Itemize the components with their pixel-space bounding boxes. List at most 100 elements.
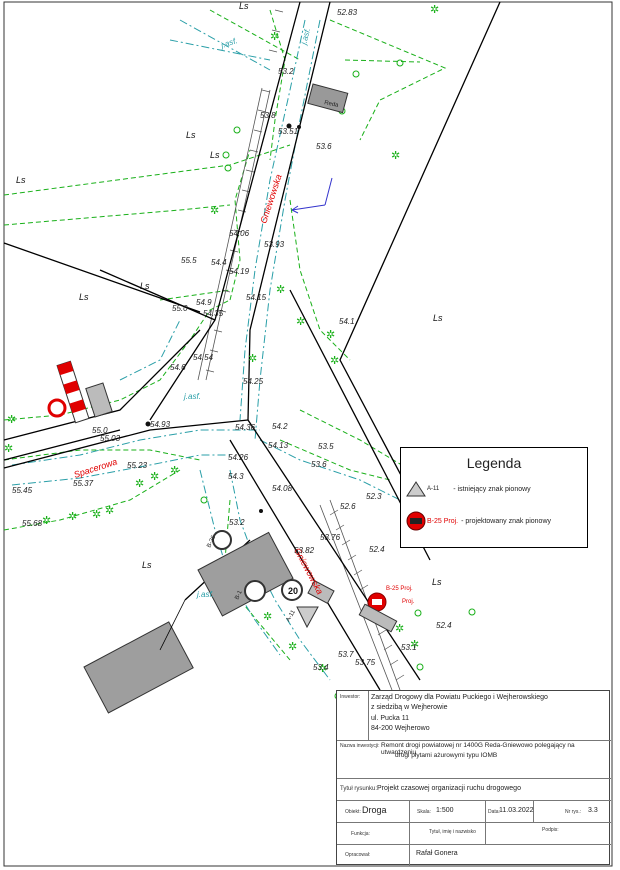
svg-text:✲: ✲ xyxy=(318,663,327,675)
elevation-labels: 52.83 53.2 53.8 53.51 53.6 53.93 54.06 5… xyxy=(12,8,452,672)
svg-text:✲: ✲ xyxy=(248,353,257,365)
svg-text:✲: ✲ xyxy=(276,284,285,296)
legend-code: A-11 xyxy=(427,486,440,492)
object-label: Obiekt: xyxy=(345,809,361,815)
drawing-title-label: Tytuł rysunku: xyxy=(340,786,378,792)
date-label: Data: xyxy=(488,809,500,815)
investor-label: Inwestor: xyxy=(340,694,361,700)
sign-plate-spacerowa xyxy=(85,382,113,418)
sign-speed-limit xyxy=(281,579,303,601)
sign-b36 xyxy=(212,530,232,550)
svg-text:✲: ✲ xyxy=(395,623,404,635)
elevation-label: 54.25 xyxy=(243,377,264,386)
green-boundaries xyxy=(3,9,447,661)
tree-star-markers: ✲✲✲ ✲✲✲ ✲✲✲ ✲✲✲ ✲✲✲ ✲✲✲ ✲✲✲ ✲✲ xyxy=(4,4,439,675)
date-value: 11.03.2022 xyxy=(499,807,534,814)
elevation-label: 54.35 xyxy=(203,309,224,318)
ls-label: Ls xyxy=(210,150,220,160)
elevation-label: 53.75 xyxy=(355,658,376,667)
ls-label: Ls xyxy=(433,313,443,323)
svg-text:✲: ✲ xyxy=(105,505,114,517)
title-block: Inwestor: Zarząd Drogowy dla Powiatu Puc… xyxy=(336,690,611,866)
elevation-label: 55.68 xyxy=(22,519,43,528)
sheet-frame xyxy=(3,1,613,867)
svg-text:✲: ✲ xyxy=(42,515,51,527)
barrier-spacerowa xyxy=(56,360,90,424)
svg-text:✲: ✲ xyxy=(263,611,272,623)
svg-text:✲: ✲ xyxy=(170,465,179,477)
sign-plate-a xyxy=(307,579,335,605)
svg-text:✲: ✲ xyxy=(150,471,159,483)
elevation-label: 53.4 xyxy=(313,663,329,672)
speed-value: 20 xyxy=(288,586,298,596)
elevation-label: 54.08 xyxy=(272,484,293,493)
investor-line: ul. Pucka 11 xyxy=(371,715,410,722)
svg-text:✲: ✲ xyxy=(410,639,419,651)
svg-text:✲: ✲ xyxy=(430,4,439,16)
legend-row-projected: B-25 Proj. - projektowany znak pionowy xyxy=(405,510,551,532)
author-value: Rafał Gonera xyxy=(416,850,458,857)
sign-code-b1: B-1 xyxy=(234,589,244,601)
elevation-label: 55.0 xyxy=(92,426,108,435)
elevation-label: 53.93 xyxy=(264,240,285,249)
elevation-label: 54.93 xyxy=(150,420,171,429)
sheet-label: Nr rys.: xyxy=(565,809,582,815)
elevation-label: 54.6 xyxy=(170,363,186,372)
elevation-label: 54.54 xyxy=(193,353,214,362)
sheet-value: 3.3 xyxy=(588,807,598,814)
elevation-label: 54.4 xyxy=(211,258,227,267)
object-value: Droga xyxy=(362,805,387,815)
name-label: Tytuł, imię i nazwisko xyxy=(429,829,476,835)
elevation-label: 52.4 xyxy=(436,621,452,630)
sign-code-a11: A-11 xyxy=(286,609,298,623)
elevation-label: 52.83 xyxy=(337,8,358,17)
sign-code-b36: B-36 xyxy=(206,534,217,549)
sign-b1 xyxy=(244,580,266,602)
blue-arrow xyxy=(291,177,333,214)
elevation-label: 53.82 xyxy=(294,546,315,555)
legend-title: Legenda xyxy=(466,455,522,471)
surface-label: j.asf. xyxy=(219,36,239,50)
elevation-label: 54.3 xyxy=(228,472,244,481)
elevation-label: 55.0 xyxy=(172,304,188,313)
investment-label: Nazwa inwestycji: xyxy=(340,743,380,749)
elevation-label: 53.6 xyxy=(311,460,327,469)
elevation-label: 53.2 xyxy=(229,518,245,527)
warning-triangle-icon xyxy=(406,481,426,497)
elevation-label: 55.37 xyxy=(73,479,94,488)
svg-text:✲: ✲ xyxy=(330,355,339,367)
elevation-label: 54.06 xyxy=(229,229,250,238)
road-edges xyxy=(11,19,401,681)
svg-text:✲: ✲ xyxy=(270,31,279,43)
scale-value: 1:500 xyxy=(436,807,454,814)
elevation-label: 55.5 xyxy=(181,256,197,265)
elevation-label: 55.03 xyxy=(100,434,121,443)
elevation-label: 54.9 xyxy=(196,298,212,307)
investment-line: Remont drogi powiatowej nr 1400G Reda-Gn… xyxy=(381,742,575,756)
scale-label: Skala: xyxy=(417,809,431,815)
svg-text:✲: ✲ xyxy=(210,205,219,217)
elevation-label: 54.26 xyxy=(228,453,249,462)
elevation-label: 55.23 xyxy=(127,461,148,470)
investor-cell xyxy=(337,691,611,741)
elevation-label: 54.13 xyxy=(268,441,289,450)
elevation-label: 54.36 xyxy=(235,423,256,432)
pole-markers xyxy=(145,123,301,513)
building-label: Reda xyxy=(324,100,340,109)
elevation-label: 53.2 xyxy=(278,67,294,76)
sign-code-b25: B-25 Proj. xyxy=(386,586,413,592)
investor-line: 84-200 Wejherowo xyxy=(371,725,430,732)
drawing-title: Projekt czasowej organizacji ruchu drogo… xyxy=(377,785,521,792)
svg-text:✲: ✲ xyxy=(68,511,77,523)
elevation-label: 53.5 xyxy=(318,442,334,451)
legend-code: B-25 Proj. xyxy=(427,517,459,525)
investor-line: Zarząd Drogowy dla Powiatu Puckiego i We… xyxy=(371,694,548,701)
street-labels: Gniewowska Gniewowska Spacerowa xyxy=(73,173,325,596)
legend-row-existing: A-11 - istniejący znak pionowy xyxy=(405,480,531,498)
ls-label: Ls xyxy=(16,175,26,185)
no-entry-sign-spacerowa xyxy=(47,398,67,418)
svg-text:✲: ✲ xyxy=(326,329,335,341)
sign-code-labels: Reda B-1 B-36 A-11 20 B-25 Proj. Proj. xyxy=(206,100,414,623)
